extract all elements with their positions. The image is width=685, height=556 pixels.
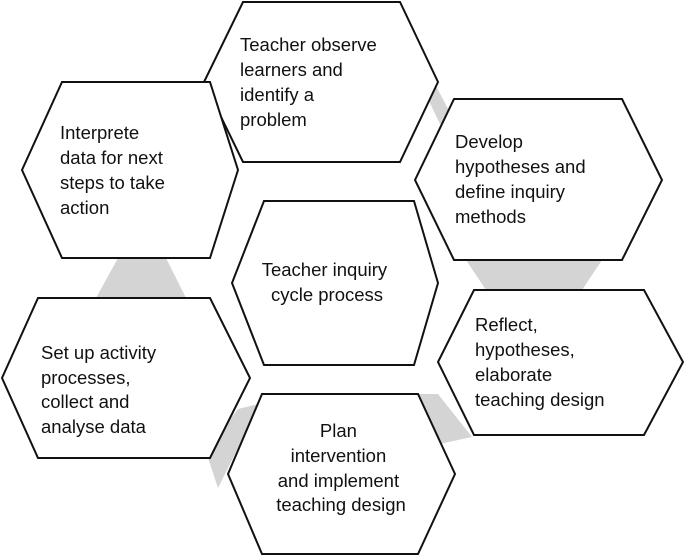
step-develop-label: Develop hypotheses and define inquiry me…: [455, 131, 591, 227]
step-develop-hexagon: Develop hypotheses and define inquiry me…: [413, 98, 664, 261]
connector-setup-interpret: [96, 258, 186, 298]
step-plan-label: Plan intervention and implement teaching…: [276, 420, 406, 515]
step-setup-hexagon: Set up activity processes, collect and a…: [0, 297, 252, 459]
step-reflect-label: Reflect, hypotheses, elaborate teaching …: [475, 314, 605, 410]
step-observe-label: Teacher observe learners and identify a …: [240, 34, 382, 130]
connector-develop-reflect: [466, 260, 602, 290]
step-reflect-hexagon: Reflect, hypotheses, elaborate teaching …: [436, 289, 685, 436]
step-interpret-hexagon: Interprete data for next steps to take a…: [20, 81, 240, 259]
step-plan-hexagon: Plan intervention and implement teaching…: [226, 393, 457, 555]
center-label: Teacher inquiry cycle process: [262, 259, 393, 305]
step-setup-label: Set up activity processes, collect and a…: [41, 342, 161, 437]
connectors: [96, 78, 602, 488]
connector-plan-setup: [206, 404, 258, 488]
step-interpret-label: Interprete data for next steps to take a…: [60, 122, 170, 218]
step-observe-hexagon: Teacher observe learners and identify a …: [202, 1, 440, 163]
center-hexagon: Teacher inquiry cycle process: [230, 200, 440, 366]
